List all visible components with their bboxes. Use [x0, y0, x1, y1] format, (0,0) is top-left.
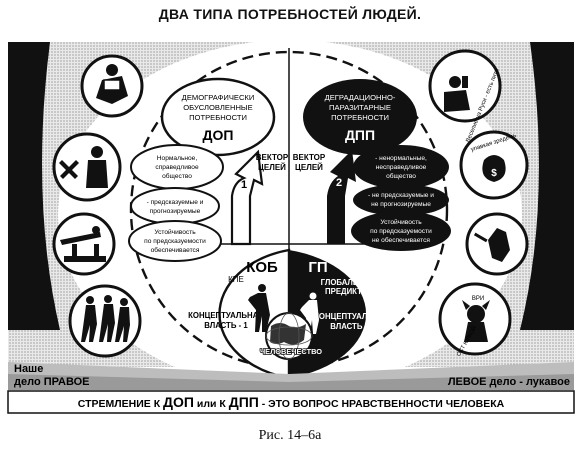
svg-text:$: $ [491, 168, 497, 179]
money-bag-icon: $ [482, 155, 506, 182]
right-vector-arrow [327, 150, 356, 244]
left-bubble-3-line-2: по предсказуемости [144, 238, 206, 245]
right-icon-4: ВРИ ОСТ ЮЛКОЙ [438, 282, 512, 358]
right-power-2: ВЛАСТЬ - 2 [330, 322, 374, 331]
right-bubble-1 [353, 145, 449, 189]
right-bubble-3 [351, 211, 451, 251]
right-bubble-3-line-3: не обеспечивается [372, 236, 430, 244]
left-icon-2 [52, 132, 122, 202]
gp-sub-2: ПРЕДИКТОР [325, 287, 373, 296]
right-need-title-2: ПАРАЗИТАРНЫЕ [329, 103, 391, 112]
left-bubble-3 [128, 220, 222, 262]
left-bubble-2-line-2: прогнозируемые [150, 208, 201, 215]
left-need-title-3: ПОТРЕБНОСТИ [189, 113, 247, 122]
moral-banner [7, 390, 575, 414]
figure-caption: Рис. 14–6а [258, 428, 322, 443]
right-need-title-1: ДЕГРАДАЦИОННО- [325, 93, 396, 102]
right-vector-label-2: ЦЕЛЕЙ [295, 163, 323, 172]
left-black-edge [8, 42, 60, 330]
right-need-abbr: ДПП [345, 127, 375, 143]
right-icon-1: Веселие на Руси - есть пити [428, 49, 502, 143]
left-icon-1 [80, 54, 144, 118]
worker-tools-icon [59, 146, 108, 188]
hikers-icon [81, 295, 130, 342]
right-black-edge [520, 42, 574, 330]
left-bubble-2-line-1: - предсказуемые и [147, 199, 204, 206]
left-bubble-3-line-3: обеспечивается [151, 246, 200, 254]
moral-banner-text: СТРЕМЛЕНИЕ К ДОП или К ДПП - ЭТО ВОПРОС … [78, 394, 505, 410]
left-need-title-2: ОБУСЛОВЛЕННЫЕ [183, 103, 252, 112]
right-vector-label-1: ВЕКТОР [293, 153, 326, 162]
left-icon-3 [52, 212, 116, 276]
left-vector-label-1: ВЕКТОР [256, 153, 289, 162]
gymnast-icon [60, 226, 106, 262]
left-need-title-1: ДЕМОГРАФИЧЕСКИ [182, 93, 255, 102]
syringe-drug-icon [473, 228, 510, 262]
globe-icon [265, 312, 313, 360]
left-figure-icon [248, 284, 270, 332]
right-need-title-3: ПОТРЕБНОСТИ [331, 113, 389, 122]
gp-sub-1: ГЛОБАЛЬНЫЙ [321, 278, 378, 287]
left-bubble-1-line-2: справедливое [155, 164, 199, 171]
right-bubble-2-line-1: - не предсказуемые и [368, 192, 434, 199]
ground-dark [8, 374, 574, 390]
left-vector-label-2: ЦЕЛЕЙ [258, 163, 286, 172]
right-bubble-2 [353, 184, 449, 216]
left-bubble-1-line-1: Нормальное, [157, 155, 198, 162]
gp-abbr: ГП [308, 259, 327, 276]
right-bubble-1-line-1: - ненормальные, [375, 155, 427, 162]
banner-mid: или К [197, 398, 226, 410]
right-icon-4-caption-1: ВРИ [472, 296, 484, 302]
reading-child-icon [96, 64, 128, 104]
left-bubble-2 [130, 187, 220, 225]
right-motto: ЛЕВОЕ дело - лукавое [448, 376, 570, 388]
left-power-2: ВЛАСТЬ - 1 [204, 321, 248, 330]
right-figure-icon [300, 292, 319, 334]
drinking-figure-icon [444, 76, 470, 112]
right-vector-number: 2 [336, 177, 342, 189]
devil-figure-icon [462, 300, 490, 342]
banner-prefix: СТРЕМЛЕНИЕ К [78, 398, 161, 410]
left-need-abbr: ДОП [203, 127, 234, 143]
right-need-bubble [303, 79, 417, 155]
banner-opt1: ДОП [163, 394, 194, 410]
left-motto-2: дело ПРАВОЕ [14, 376, 90, 388]
left-bubble-1-line-3: общество [162, 172, 192, 180]
left-power-1: КОНЦЕПТУАЛЬНАЯ [188, 311, 264, 320]
right-bubble-1-line-2: несправедливое [376, 164, 427, 171]
kob-abbr: КОБ [246, 259, 278, 276]
globe-label: ЧЕЛОВЕЧЕСТВО [260, 347, 322, 356]
right-icon-3 [465, 212, 529, 276]
left-bubble-3-line-1: Устойчивость [154, 228, 196, 236]
left-need-bubble [160, 77, 276, 157]
left-icon-4 [68, 284, 142, 358]
banner-suffix: - ЭТО ВОПРОС НРАВСТВЕННОСТИ ЧЕЛОВЕКА [262, 398, 505, 410]
right-bubble-2-line-2: не прогнозируемые [371, 201, 431, 208]
right-power-1: КОНЦЕПТУАЛЬНАЯ [314, 312, 390, 321]
left-vector-arrow [230, 149, 264, 246]
left-motto-1: Наше [14, 363, 43, 375]
kpe-label: КПЕ [228, 275, 244, 284]
page-title: ДВА ТИПА ПОТРЕБНОСТЕЙ ЛЮДЕЙ. [158, 6, 422, 22]
right-bubble-3-line-1: Устойчивость [380, 218, 422, 226]
right-icon-2: $ упавкая зредемь [459, 130, 529, 200]
right-bubble-1-line-3: общество [386, 172, 416, 180]
left-vector-number: 1 [241, 179, 247, 191]
right-bubble-3-line-2: по предсказуемости [370, 228, 432, 235]
banner-opt2: ДПП [229, 394, 259, 410]
